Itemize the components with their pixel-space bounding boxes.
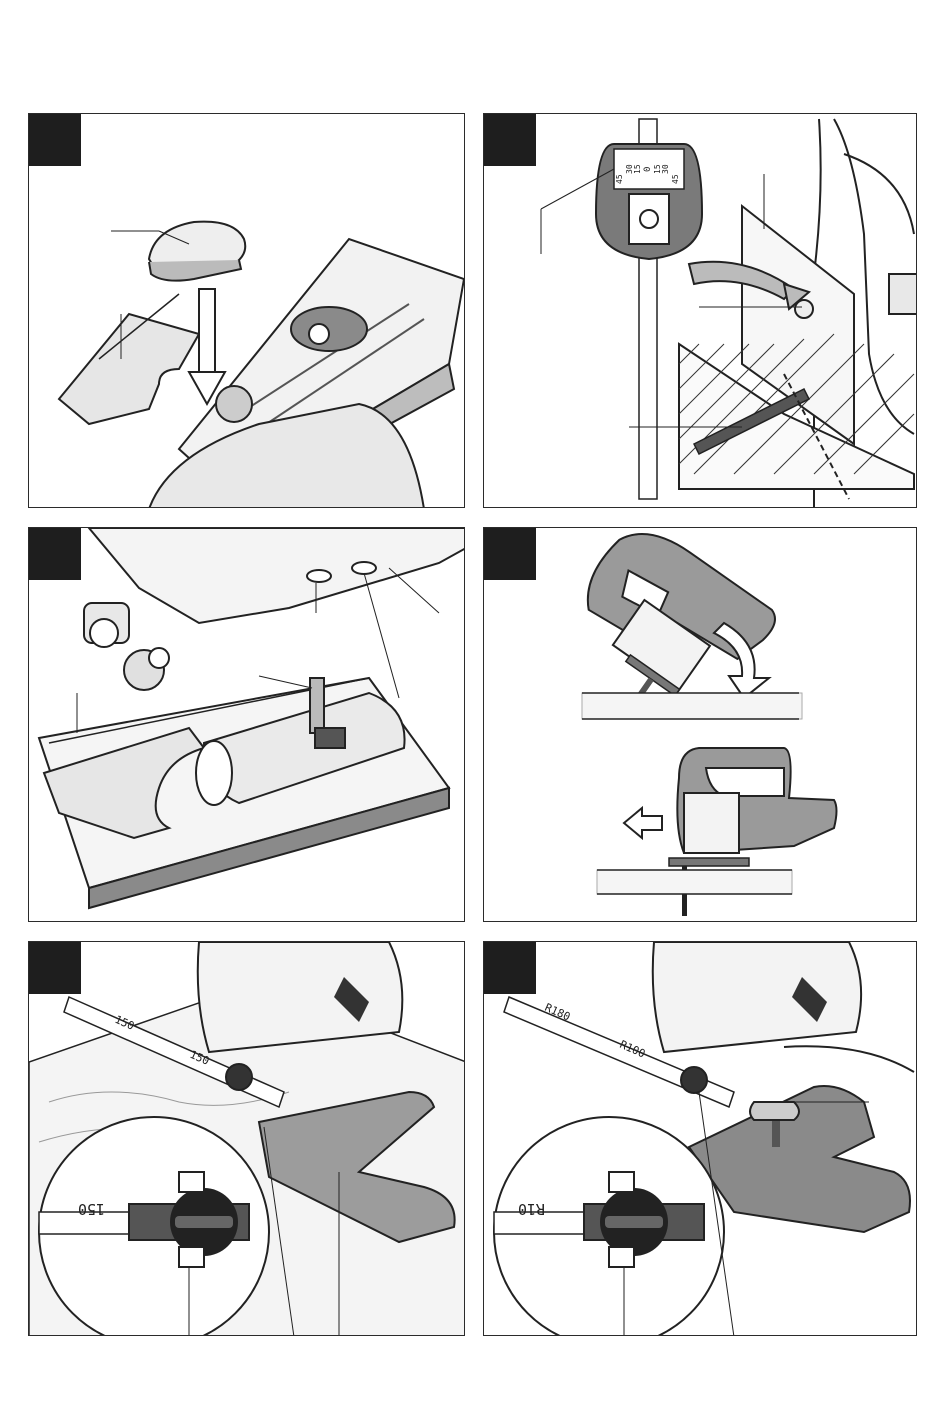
figure-f-illustration: R180 R100 R10	[484, 942, 917, 1336]
figure-panel-b: 45 30 15 0 15 30 45	[483, 113, 917, 508]
figure-panel-a	[28, 113, 465, 508]
scale-label: 45	[615, 174, 624, 184]
scale-label: 15	[633, 164, 642, 174]
figure-e-illustration: 150 150 150	[29, 942, 465, 1336]
figure-panel-d	[483, 527, 917, 922]
scale-label: 150	[78, 1200, 105, 1218]
figure-a-illustration	[29, 114, 465, 508]
figure-b-illustration: 45 30 15 0 15 30 45	[484, 114, 917, 508]
scale-label: 45	[671, 174, 680, 184]
figure-panel-c	[28, 527, 465, 922]
scale-label: 0	[643, 167, 653, 172]
figure-panel-e: 150 150 150	[28, 941, 465, 1336]
figure-panel-f: R180 R100 R10	[483, 941, 917, 1336]
figure-d-illustration	[484, 528, 917, 922]
scale-label: R10	[518, 1200, 545, 1218]
scale-label: 30	[661, 164, 670, 174]
figure-c-illustration	[29, 528, 465, 922]
